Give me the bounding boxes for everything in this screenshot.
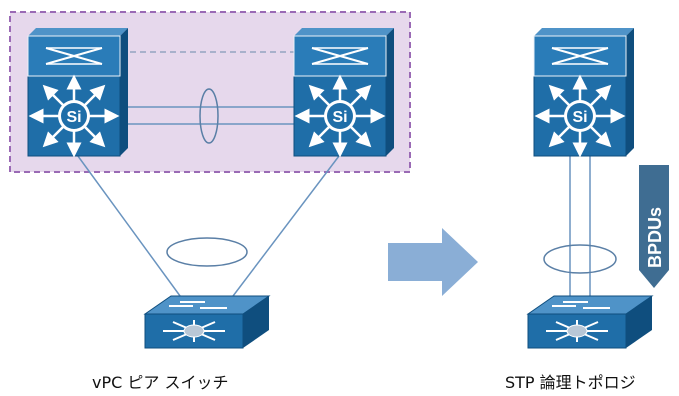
uplink-left-a: [74, 151, 184, 301]
peer-link-bundle-ring: [199, 88, 219, 144]
logical-core-si-label: Si: [572, 109, 587, 126]
logical-bundle-ring: [543, 244, 617, 274]
logical-access-switch: [526, 295, 654, 349]
right-core-si-label: Si: [332, 109, 347, 126]
right-caption: STP 論理トポロジ: [505, 373, 636, 392]
left-access-switch: [143, 295, 271, 349]
bpdu-label: BPDUs: [645, 207, 665, 268]
bpdu-tag: [639, 165, 669, 288]
transition-arrow: [388, 228, 478, 296]
left-core-switch: Si: [27, 28, 128, 158]
right-core-switch: Si: [293, 28, 394, 158]
left-core-si-label: Si: [66, 109, 81, 126]
logical-core-switch: Si: [533, 28, 634, 158]
vpc-bundle-ring: [166, 237, 248, 267]
left-caption: vPC ピア スイッチ: [92, 373, 229, 392]
uplink-left-b: [229, 151, 343, 301]
